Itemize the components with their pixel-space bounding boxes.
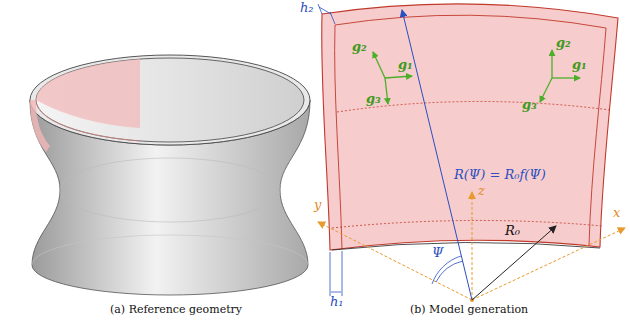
dimension-label: h₂ <box>300 1 314 15</box>
axis-label: y <box>314 198 321 212</box>
vector-label: g₂ <box>352 40 367 54</box>
vector-label: g₂ <box>556 36 571 50</box>
vector-label: g₁ <box>398 58 413 72</box>
caption: (a) Reference geometry <box>110 304 242 316</box>
axis-label: z <box>478 184 485 198</box>
vector-label: g₃ <box>522 98 537 112</box>
vector-label: g₁ <box>572 58 587 72</box>
caption: (b) Model generation <box>410 304 528 316</box>
axis-label: x <box>613 206 620 220</box>
radius-formula: R(Ψ) = R₀f(Ψ) <box>452 168 548 182</box>
radius-label: R₀ <box>505 224 520 238</box>
angle-label: Ψ <box>432 246 443 260</box>
vector-label: g₃ <box>366 92 381 106</box>
dimension-label: h₁ <box>330 295 344 309</box>
